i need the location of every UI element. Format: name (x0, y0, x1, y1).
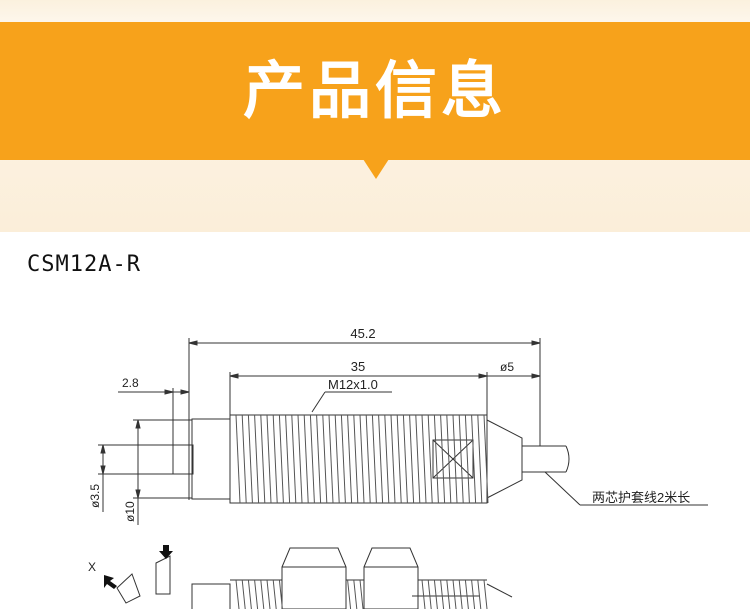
thread-line (458, 414, 464, 504)
thread-line (235, 414, 241, 504)
thread-line (297, 414, 303, 504)
thread-line (353, 414, 359, 504)
banner-title: 产品信息 (242, 54, 507, 127)
thread-line-lower (440, 579, 445, 609)
thread-line (241, 414, 247, 504)
dim-tip-diameter: ø3.5 (88, 484, 102, 508)
thread-line-lower (278, 579, 283, 609)
thread-line (477, 414, 483, 504)
thread-line (390, 414, 396, 504)
thread-line (433, 414, 439, 504)
dim-body-diameter: ø10 (123, 501, 137, 522)
thread-line-lower (471, 579, 476, 609)
thread-line (278, 414, 284, 504)
dim-cable-diameter: ø5 (500, 360, 514, 374)
thread-line (285, 414, 291, 504)
thread-line (421, 414, 427, 504)
dim-overall-length: 45.2 (350, 326, 375, 341)
thread-line (402, 414, 408, 504)
thread-line-lower (347, 579, 352, 609)
thread-line (384, 414, 390, 504)
thread-line-lower (433, 579, 438, 609)
thread-line (334, 414, 340, 504)
thread-line (483, 414, 489, 504)
thread-line (291, 414, 297, 504)
thread-line (452, 414, 458, 504)
thread-spec: M12x1.0 (328, 377, 378, 392)
thread-line (409, 414, 415, 504)
detail-x-shape (116, 573, 141, 604)
thread-line-lower (458, 579, 463, 609)
thread-line (471, 414, 477, 504)
banner-bar (0, 22, 750, 160)
direction-label: X (88, 560, 96, 574)
thread-line (427, 414, 433, 504)
nut-2 (363, 547, 419, 609)
thread-line-lower (266, 579, 271, 609)
cable-note: 两芯护套线2米长 (592, 490, 690, 505)
dim-tip-length: 2.8 (122, 376, 139, 390)
thread-line (396, 414, 402, 504)
thread-line-lower (483, 579, 488, 609)
arrow-down-icon (159, 545, 173, 559)
thread-line (328, 414, 334, 504)
thread-line-lower (247, 579, 252, 609)
thread-line (347, 414, 353, 504)
arrow-diagonal-icon (104, 575, 117, 589)
thread-line-lower (446, 579, 451, 609)
thread-line (266, 414, 272, 504)
dim-thread-length: 35 (351, 359, 365, 374)
thread-line-lower (421, 579, 426, 609)
leader-cable (544, 471, 581, 506)
thread-line (260, 414, 266, 504)
thread-line-lower (235, 579, 240, 609)
thread-line-lower (260, 579, 265, 609)
sensor-body-front (191, 418, 231, 500)
thread-line (440, 414, 446, 504)
nut-1 (281, 547, 347, 609)
thread-line (378, 414, 384, 504)
thread-line (322, 414, 328, 504)
thread-line (272, 414, 278, 504)
thread-line (247, 414, 253, 504)
thread-line-lower (427, 579, 432, 609)
thread-line (359, 414, 365, 504)
thread-line (303, 414, 309, 504)
thread-line-lower (353, 579, 358, 609)
thread-line (309, 414, 315, 504)
thread-line (254, 414, 260, 504)
thread-line-lower (464, 579, 469, 609)
thread-line (316, 414, 322, 504)
sensor-tip (172, 444, 194, 475)
thread-line-lower (241, 579, 246, 609)
thread-line (415, 414, 421, 504)
thread-line (365, 414, 371, 504)
leader-thread (311, 391, 326, 413)
thread-line (371, 414, 377, 504)
detail-top-shape (155, 555, 171, 595)
thread-line-lower (452, 579, 457, 609)
lower-body-front (191, 583, 231, 609)
thread-line (340, 414, 346, 504)
thread-line-lower (477, 579, 482, 609)
banner-notch (363, 159, 389, 179)
hex-marker (432, 439, 474, 479)
thread-line (464, 414, 470, 504)
thread-lines (235, 414, 489, 609)
thread-line-lower (272, 579, 277, 609)
thread-line-lower (254, 579, 259, 609)
cable-strain-relief (486, 419, 523, 499)
thread-line-lower (359, 579, 364, 609)
thread-line (446, 414, 452, 504)
model-number: CSM12A-R (27, 252, 141, 277)
